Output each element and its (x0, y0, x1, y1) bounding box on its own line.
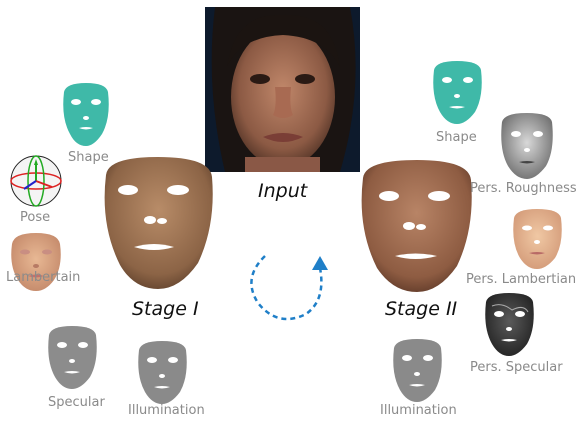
stage1-label: Stage I (132, 298, 199, 320)
stage2-reconstruction (355, 158, 477, 293)
stage1-specular-map (45, 325, 100, 390)
stage2-roughness-label: Pers. Roughness (470, 181, 577, 196)
stage2-label: Stage II (385, 298, 457, 320)
stage2-specular-label: Pers. Specular (470, 360, 563, 375)
stage2-shape-mesh (430, 60, 485, 125)
cycle-arrow-icon (240, 248, 335, 326)
input-photo (205, 7, 360, 172)
stage1-reconstruction (98, 155, 218, 290)
pose-axes-icon (8, 153, 64, 209)
stage2-illumination-label: Illumination (380, 403, 457, 418)
stage1-shape-mesh (60, 82, 112, 147)
stage2-roughness-map (498, 112, 556, 180)
stage2-lambertian-label: Pers. Lambertian (466, 272, 576, 287)
stage2-specular-map (482, 292, 537, 357)
stage2-lambertian-albedo (510, 208, 565, 270)
stage1-shape-label: Shape (68, 150, 109, 165)
stage1-illumination-label: Illumination (128, 403, 205, 418)
stage1-illumination-map (135, 340, 190, 405)
stage2-illumination-map (390, 338, 445, 403)
stage1-specular-label: Specular (48, 395, 105, 410)
stage2-shape-label: Shape (436, 130, 477, 145)
stage1-lambertain-label: Lambertain (6, 270, 80, 285)
stage1-pose-label: Pose (20, 210, 50, 225)
input-label: Input (258, 180, 307, 202)
